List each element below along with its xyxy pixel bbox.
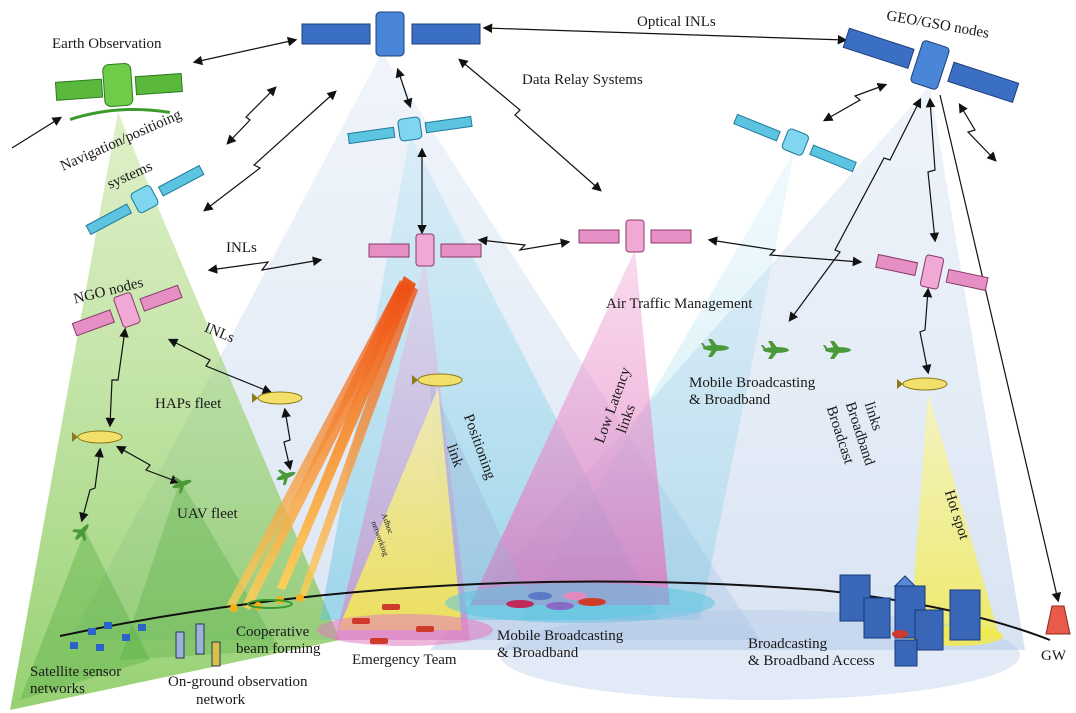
mobile-broadcasting-air-label-line2: & Broadband — [689, 392, 771, 408]
haps-airship-left — [72, 430, 123, 444]
cooperative-label-line2: beam forming — [236, 641, 321, 657]
uav-1 — [172, 477, 192, 494]
cooperative-label-line1: Cooperative — [236, 624, 310, 640]
low-latency-beam — [470, 250, 670, 605]
aircraft-2 — [761, 341, 789, 359]
cooperative-beam-rays — [226, 276, 418, 612]
emergency-area — [317, 614, 493, 646]
ngo-satellite-left — [71, 284, 183, 337]
earth-observation-label: Earth Observation — [52, 36, 162, 52]
gw-label: GW — [1041, 648, 1066, 664]
uav-beam-left — [20, 530, 150, 700]
uav-beam-right — [120, 480, 280, 660]
on-ground-observation-label-line1: On-ground observation — [168, 674, 308, 690]
relay-satellite-right — [733, 113, 857, 173]
earth-observation-satellite — [54, 62, 183, 121]
mobile-broadcasting-ground-label-line1: Mobile Broadcasting — [497, 628, 624, 644]
geo-satellite-center — [301, 11, 481, 57]
aircraft-3 — [823, 341, 851, 359]
emergency-beam — [338, 388, 462, 630]
gw-station — [1045, 605, 1071, 635]
haps-fleet-label: HAPs fleet — [155, 396, 222, 412]
haps-airship-mid — [252, 391, 303, 405]
haps-airship-right — [897, 377, 948, 391]
mobile-vehicles — [506, 592, 606, 610]
broadcasting-access-label-line1: Broadcasting — [748, 636, 828, 652]
haps-airship-center — [412, 373, 463, 387]
satellite-sensor-nodes — [70, 622, 146, 651]
hot-spot-beam — [910, 392, 1000, 638]
broadcasting-access-label-line2: & Broadband Access — [748, 653, 875, 669]
data-relay-systems-label: Data Relay Systems — [522, 72, 643, 88]
mobile-broadcasting-air-label-line1: Mobile Broadcasting — [689, 375, 816, 391]
air-traffic-management-label: Air Traffic Management — [606, 296, 753, 312]
ngo-satellite-center — [368, 233, 482, 267]
ground-observation-towers — [175, 623, 221, 667]
aircraft-1 — [701, 339, 729, 357]
relay-satellite-center — [347, 115, 473, 145]
ngo-satellite-relay — [578, 219, 692, 253]
cooperative-terminals — [230, 594, 304, 612]
navigation-satellite — [85, 164, 205, 236]
ngo-satellite-right — [875, 253, 989, 292]
uav-2 — [72, 524, 89, 542]
mobile-broadcasting-ground-label-line2: & Broadband — [497, 645, 579, 661]
geo-satellite-right — [842, 27, 1020, 103]
positioning-beam — [430, 380, 530, 600]
city-buildings — [839, 574, 981, 667]
satellite-sensor-label-line1: Satellite sensor — [30, 664, 122, 680]
emergency-team-label: Emergency Team — [352, 652, 457, 668]
emergency-vehicles — [352, 604, 434, 644]
on-ground-observation-label-line2: network — [196, 692, 246, 708]
uav-fleet-label: UAV fleet — [177, 506, 238, 522]
links — [11, 23, 1062, 603]
uav-3 — [276, 469, 296, 486]
optical-inls-label: Optical INLs — [637, 14, 716, 30]
satellite-sensor-label-line2: networks — [30, 681, 85, 697]
inls-upper-label: INLs — [226, 240, 257, 256]
